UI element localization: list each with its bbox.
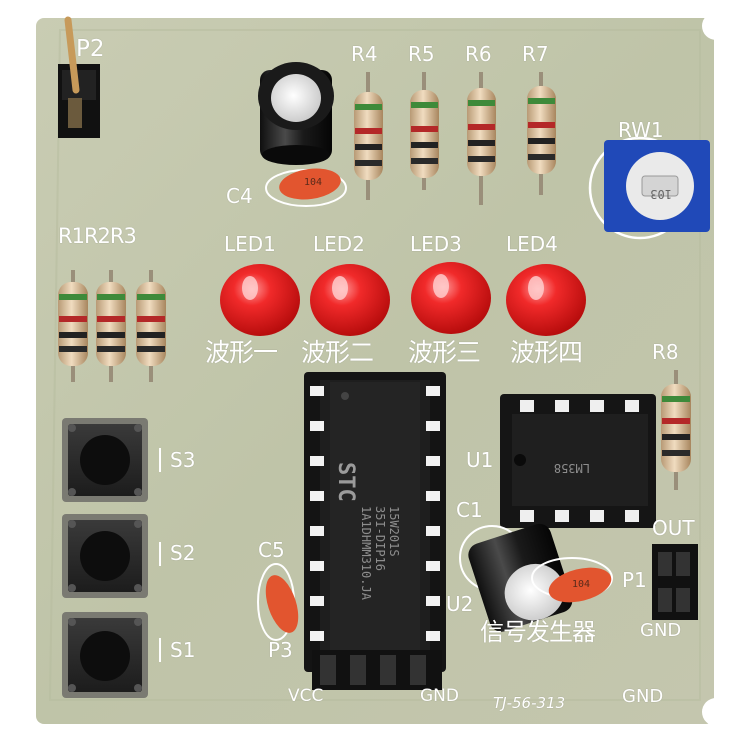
ceramic-capacitor-c5 bbox=[257, 563, 299, 641]
led-3 bbox=[411, 262, 491, 334]
label-led1: LED1 bbox=[224, 232, 276, 256]
label-gnd-corner: GND bbox=[622, 686, 664, 707]
chip-u2-brand: STC bbox=[333, 462, 358, 502]
resistor-r6 bbox=[467, 72, 496, 205]
label-p2: P2 bbox=[76, 36, 105, 62]
label-wave-4: 波形四 bbox=[510, 338, 583, 367]
led-4 bbox=[506, 264, 586, 336]
label-r4: R4 bbox=[351, 42, 378, 66]
push-button-s3 bbox=[62, 418, 161, 502]
chip-u2-marking-3: 1A1DHMM310.JA bbox=[359, 506, 373, 600]
chip-u2-marking-2: 35I-DIP16 bbox=[373, 506, 387, 572]
label-r6: R6 bbox=[465, 42, 492, 66]
header-p3 bbox=[312, 650, 442, 690]
label-gnd-p1: GND bbox=[640, 620, 682, 641]
resistor-r4 bbox=[354, 72, 383, 200]
push-button-s2 bbox=[62, 514, 161, 598]
ceramic-capacitor-c2 bbox=[531, 557, 613, 603]
push-button-s1 bbox=[62, 612, 161, 698]
label-p1: P1 bbox=[622, 568, 647, 592]
label-c5: C5 bbox=[258, 538, 285, 562]
chip-u1-marking: LM358 bbox=[553, 461, 590, 475]
resistor-r3 bbox=[136, 270, 166, 382]
header-p1 bbox=[652, 544, 698, 620]
resistor-r1 bbox=[58, 270, 88, 382]
label-u2: U2 bbox=[446, 592, 474, 616]
label-r7: R7 bbox=[522, 42, 549, 66]
label-board-id: TJ-56-313 bbox=[493, 694, 566, 712]
label-wave-2: 波形二 bbox=[301, 338, 374, 367]
label-s1: S1 bbox=[170, 638, 196, 662]
resistor-r8 bbox=[661, 370, 691, 490]
label-rw1: RW1 bbox=[618, 118, 664, 142]
trimmer-code: 103 bbox=[650, 187, 672, 201]
resistor-r2 bbox=[96, 270, 126, 382]
resistor-r7 bbox=[527, 72, 556, 195]
led-1 bbox=[220, 264, 300, 336]
label-c4: C4 bbox=[226, 184, 253, 208]
ceramic-cap-code-c4: 104 bbox=[304, 177, 323, 188]
electrolytic-capacitor-c4 bbox=[258, 62, 334, 165]
ceramic-cap-code-c2: 104 bbox=[572, 579, 591, 590]
label-led4: LED4 bbox=[506, 232, 558, 256]
resistor-r5 bbox=[410, 72, 439, 190]
label-signal-generator: 信号发生器 bbox=[480, 618, 596, 646]
label-out: OUT bbox=[652, 516, 695, 540]
ic-socket-u2 bbox=[304, 372, 446, 672]
label-u1: U1 bbox=[466, 448, 494, 472]
label-r1-r2-r3: R1R2R3 bbox=[58, 224, 137, 248]
label-gnd-p3: GND bbox=[420, 686, 459, 706]
trimmer-potentiometer-rw1 bbox=[588, 136, 710, 240]
label-c1: C1 bbox=[456, 498, 483, 522]
led-2 bbox=[310, 264, 390, 336]
chip-u2-marking-1: 15W201S bbox=[387, 506, 401, 557]
label-led3: LED3 bbox=[410, 232, 462, 256]
electrolytic-capacitor-c1 bbox=[459, 523, 573, 632]
ic-u1 bbox=[500, 394, 656, 528]
label-r5: R5 bbox=[408, 42, 435, 66]
label-s2: S2 bbox=[170, 541, 196, 565]
label-wave-1: 波形一 bbox=[205, 338, 278, 367]
label-s3: S3 bbox=[170, 448, 196, 472]
label-led2: LED2 bbox=[313, 232, 365, 256]
header-p2 bbox=[58, 16, 100, 138]
label-wave-3: 波形三 bbox=[408, 338, 481, 367]
label-r8: R8 bbox=[652, 340, 679, 364]
label-vcc: VCC bbox=[288, 686, 324, 706]
label-p3: P3 bbox=[268, 638, 293, 662]
ceramic-capacitor-c4 bbox=[265, 168, 347, 207]
